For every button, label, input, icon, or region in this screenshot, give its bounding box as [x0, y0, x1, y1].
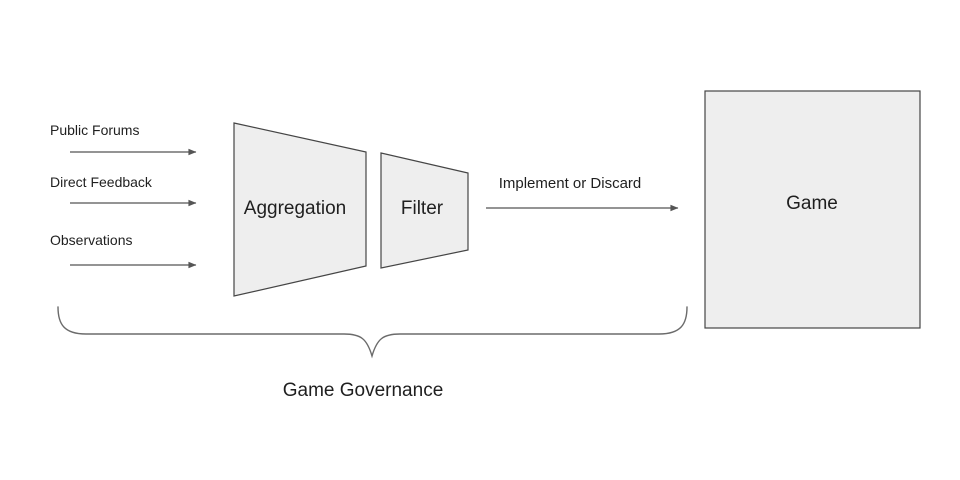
implement-or-discard-flow: Implement or Discard	[486, 175, 679, 212]
curly-brace-icon	[57, 306, 688, 359]
filter-stage: Filter	[380, 152, 469, 269]
game-box-shape	[704, 90, 921, 329]
aggregation-stage: Aggregation	[233, 122, 367, 297]
game-target: Game	[704, 90, 921, 329]
aggregation-trapezoid-shape	[233, 122, 367, 297]
input-label-observations: Observations	[50, 232, 132, 248]
governance-brace-group: Game Governance	[57, 306, 688, 401]
flow-label: Implement or Discard	[499, 175, 642, 192]
filter-label: Filter	[401, 198, 444, 219]
input-observations: Observations	[50, 232, 197, 269]
input-label-direct-feedback: Direct Feedback	[50, 174, 153, 190]
input-direct-feedback: Direct Feedback	[50, 174, 197, 207]
brace-caption: Game Governance	[283, 380, 444, 401]
filter-trapezoid-shape	[380, 152, 469, 269]
input-public-forums: Public Forums	[50, 122, 197, 156]
input-label-public-forums: Public Forums	[50, 122, 139, 138]
game-label: Game	[786, 193, 838, 214]
aggregation-label: Aggregation	[244, 198, 346, 219]
